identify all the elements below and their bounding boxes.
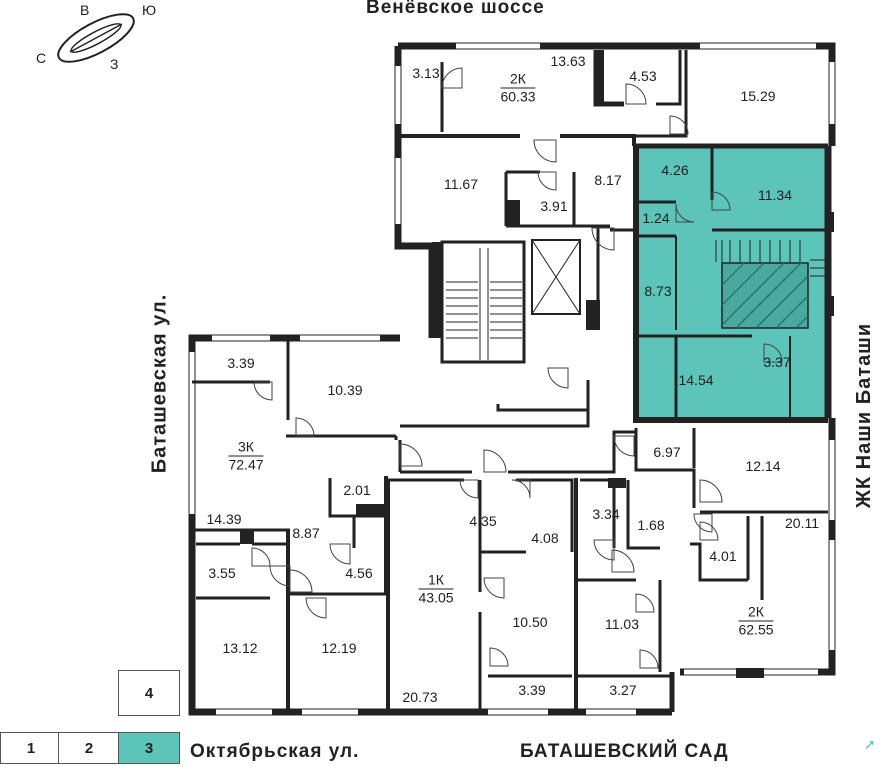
room-area: 8.87	[292, 525, 320, 541]
apartment-code: 2К	[500, 71, 536, 89]
apartment-area: 62.55	[738, 621, 774, 638]
apartment-area: 43.05	[418, 589, 454, 606]
room-area: 3.39	[518, 682, 546, 698]
arrow-icon: ➚	[864, 736, 876, 752]
room-area: 12.14	[745, 458, 781, 474]
compass-north-label: С	[36, 50, 47, 66]
room-area: 11.34	[758, 187, 792, 203]
room-area: 14.39	[206, 511, 242, 527]
doors	[251, 67, 783, 669]
room-area: 12.19	[321, 640, 357, 656]
room-area: 13.63	[550, 53, 586, 69]
compass-icon	[57, 13, 135, 63]
apartment-area: 60.33	[500, 88, 536, 105]
apartment-area: 72.47	[228, 456, 264, 473]
highlighted-apartment[interactable]	[636, 146, 828, 418]
apartment-code: 2К	[738, 604, 774, 622]
room-area: 14.54	[678, 372, 714, 388]
wall-blocks	[240, 50, 834, 678]
room-area: 11.67	[444, 176, 478, 192]
floor-button-4[interactable]: 4	[118, 670, 180, 716]
street-bottom-right: БАТАШЕВСКИЙ САД	[520, 741, 729, 762]
room-area: 13.12	[222, 640, 258, 656]
room-area: 4.26	[661, 162, 689, 178]
street-bottom-left: Октябрьская ул.	[190, 741, 360, 762]
room-area: 4.01	[709, 548, 737, 564]
room-area: 3.13	[412, 65, 440, 81]
room-area: 6.97	[653, 444, 681, 460]
room-area: 15.29	[740, 88, 776, 104]
room-area: 20.73	[402, 689, 438, 705]
room-area: 3.55	[208, 565, 236, 581]
compass-west-label: З	[110, 56, 119, 72]
room-area: 3.37	[763, 354, 791, 370]
walls	[187, 41, 837, 717]
room-area: 3.27	[609, 682, 637, 698]
compass-south-label: Ю	[142, 2, 157, 18]
room-area: 8.73	[644, 283, 672, 299]
room-area: 4.08	[531, 530, 559, 546]
room-area: 20.11	[785, 515, 819, 531]
floor-button-2[interactable]: 2	[58, 732, 120, 764]
floor-button-3[interactable]: 3	[118, 732, 180, 764]
room-area: 2.01	[343, 482, 371, 498]
room-area: 8.17	[594, 172, 622, 188]
street-left: Баташевская ул.	[148, 293, 171, 474]
room-area: 10.39	[327, 382, 363, 398]
room-area: 4.35	[469, 513, 497, 529]
room-area: 11.03	[605, 616, 639, 632]
room-area: 1.68	[637, 517, 665, 533]
street-top: Венёвское шоссе	[366, 0, 545, 18]
room-area: 1.24	[642, 210, 670, 226]
apartment-code: 1К	[418, 572, 454, 590]
room-area: 4.56	[345, 565, 373, 581]
street-right: ЖК Наши Баташи	[853, 322, 876, 509]
compass-east-label: В	[80, 2, 90, 18]
floor-button-1[interactable]: 1	[0, 732, 62, 764]
room-area: 4.53	[629, 68, 657, 84]
room-area: 3.39	[227, 355, 255, 371]
room-area: 3.34	[592, 506, 620, 522]
apartment-code: 3К	[228, 439, 264, 457]
room-area: 3.91	[540, 198, 568, 214]
central-stairs	[440, 239, 581, 364]
room-area: 10.50	[512, 614, 548, 630]
